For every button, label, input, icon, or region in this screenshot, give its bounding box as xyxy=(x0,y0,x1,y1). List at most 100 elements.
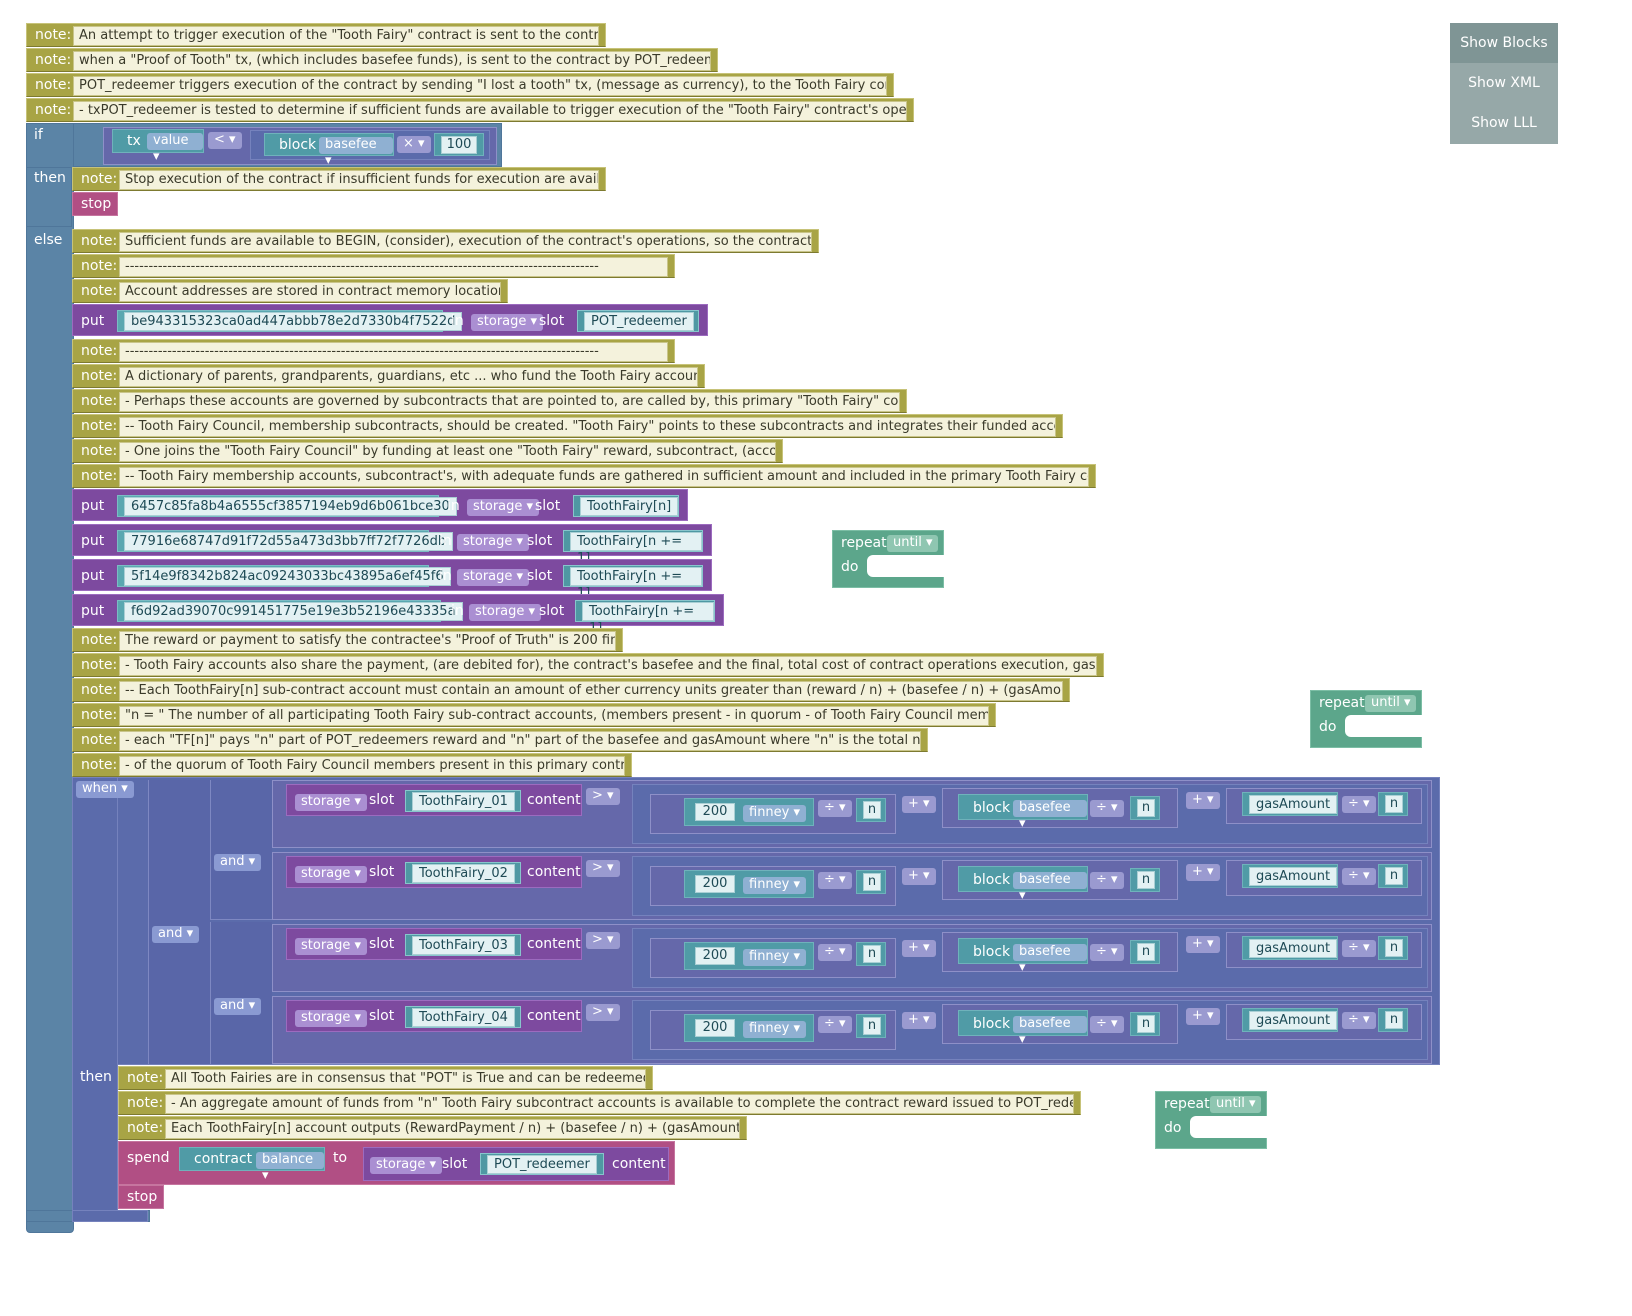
n-field[interactable]: n xyxy=(1385,867,1403,885)
note-block[interactable]: note: Each ToothFairy[n] account outputs… xyxy=(118,1116,747,1140)
and-block-lower[interactable] xyxy=(210,922,272,1064)
and-block-outer[interactable] xyxy=(148,780,210,1064)
note-text[interactable]: - of the quorum of Tooth Fairy Council m… xyxy=(119,756,625,776)
divide-dropdown[interactable]: ÷ ▾ xyxy=(1090,872,1124,889)
address-field[interactable]: be943315323ca0ad447abbb78e2d7330b4f7522d xyxy=(124,312,463,331)
note-text[interactable]: - txPOT_redeemer is tested to determine … xyxy=(73,101,907,121)
value-block[interactable]: f6d92ad39070c991451775e19e3b52196e43335a xyxy=(117,600,463,622)
greater-than-dropdown[interactable]: > ▾ xyxy=(586,788,620,805)
slot-field[interactable]: ToothFairy_02 xyxy=(412,864,515,883)
n-block[interactable]: n xyxy=(1378,864,1408,888)
basefee-dropdown[interactable]: basefee ▾ xyxy=(1013,872,1087,903)
storage-slot-block[interactable]: storage ▾ slot ToothFairy_01 content xyxy=(286,784,582,816)
divide-dropdown[interactable]: ÷ ▾ xyxy=(1090,800,1124,817)
note-block[interactable]: note: Account addresses are stored in co… xyxy=(72,279,508,303)
n-field[interactable]: n xyxy=(863,945,881,963)
note-block[interactable]: note: The reward or payment to satisfy t… xyxy=(72,628,623,652)
note-text[interactable]: Account addresses are stored in contract… xyxy=(119,282,501,302)
gasamount-field[interactable]: gasAmount xyxy=(1249,1011,1338,1030)
stop-block[interactable]: stop xyxy=(118,1185,164,1209)
and-dropdown[interactable]: and ▾ xyxy=(152,926,200,943)
note-block[interactable]: note: ----------------------------------… xyxy=(72,339,675,363)
plus-dropdown[interactable]: + ▾ xyxy=(1186,936,1220,953)
finney-block[interactable]: 200 finney ▾ xyxy=(684,1014,814,1042)
n-block[interactable]: n xyxy=(856,870,886,894)
divide-dropdown[interactable]: ÷ ▾ xyxy=(818,872,852,889)
n-block[interactable]: n xyxy=(1378,792,1408,816)
put-block[interactable]: put f6d92ad39070c991451775e19e3b52196e43… xyxy=(72,594,724,636)
n-field[interactable]: n xyxy=(1137,943,1155,961)
block-basefee-block[interactable]: block basefee ▾ xyxy=(958,938,1088,975)
plus-dropdown[interactable]: + ▾ xyxy=(902,1012,936,1029)
n-block[interactable]: n xyxy=(1130,1012,1160,1036)
number-block[interactable]: 100 xyxy=(434,133,484,156)
n-field[interactable]: n xyxy=(863,801,881,819)
slot-field[interactable]: ToothFairy_04 xyxy=(412,1008,515,1027)
note-text[interactable]: - Perhaps these accounts are governed by… xyxy=(119,392,900,412)
n-block[interactable]: n xyxy=(1378,936,1408,960)
slot-field[interactable]: POT_redeemer xyxy=(584,312,694,331)
basefee-dropdown[interactable]: basefee ▾ xyxy=(319,137,393,168)
note-text[interactable]: An attempt to trigger execution of the "… xyxy=(73,26,599,46)
plus-dropdown[interactable]: + ▾ xyxy=(902,796,936,813)
divide-dropdown[interactable]: ÷ ▾ xyxy=(1090,1016,1124,1033)
address-field[interactable]: 6457c85fa8b4a6555cf3857194eb9d6b061bce30 xyxy=(124,497,457,516)
put-block[interactable]: put be943315323ca0ad447abbb78e2d7330b4f7… xyxy=(72,304,708,336)
n-block[interactable]: n xyxy=(1130,868,1160,892)
block-basefee-block[interactable]: block basefee ▾ xyxy=(958,1010,1088,1047)
number-200[interactable]: 200 xyxy=(695,1019,735,1037)
n-block[interactable]: n xyxy=(856,1014,886,1038)
note-text[interactable]: -- Each ToothFairy[n] sub-contract accou… xyxy=(119,681,1063,701)
slot-block[interactable]: ToothFairy[n] xyxy=(573,495,679,517)
note-block[interactable]: note: - Perhaps these accounts are gover… xyxy=(72,389,907,413)
put-block[interactable]: put 6457c85fa8b4a6555cf3857194eb9d6b061b… xyxy=(72,489,688,521)
note-text[interactable]: A dictionary of parents, grandparents, g… xyxy=(119,367,698,387)
basefee-dropdown[interactable]: basefee ▾ xyxy=(1013,944,1087,975)
storage-slot-block[interactable]: storage ▾ slot ToothFairy_03 content xyxy=(286,928,582,960)
n-field[interactable]: n xyxy=(1137,871,1155,889)
note-block[interactable]: note: - each "TF[n]" pays "n" part of PO… xyxy=(72,728,928,752)
put-block[interactable]: put 77916e68747d91f72d55a473d3bb7ff72f77… xyxy=(72,524,712,566)
address-field[interactable]: f6d92ad39070c991451775e19e3b52196e43335a xyxy=(124,602,463,621)
slot-field[interactable]: ToothFairy_03 xyxy=(412,936,515,955)
note-text[interactable]: POT_redeemer triggers execution of the c… xyxy=(73,76,887,96)
gasamount-field[interactable]: gasAmount xyxy=(1249,795,1338,814)
note-text[interactable]: Stop execution of the contract if insuff… xyxy=(119,170,599,190)
divide-dropdown[interactable]: ÷ ▾ xyxy=(818,1016,852,1033)
and-dropdown[interactable]: and ▾ xyxy=(214,854,262,871)
note-block[interactable]: note: when a "Proof of Tooth" tx, (which… xyxy=(26,48,718,72)
note-text[interactable]: when a "Proof of Tooth" tx, (which inclu… xyxy=(73,51,711,71)
slot-block[interactable]: ToothFairy_01 xyxy=(405,790,521,812)
divide-dropdown[interactable]: ÷ ▾ xyxy=(1090,944,1124,961)
greater-than-dropdown[interactable]: > ▾ xyxy=(586,860,620,877)
greater-than-dropdown[interactable]: > ▾ xyxy=(586,1004,620,1021)
n-field[interactable]: n xyxy=(1385,1011,1403,1029)
note-block[interactable]: note: - of the quorum of Tooth Fairy Cou… xyxy=(72,753,632,777)
less-than-dropdown[interactable]: < ▾ xyxy=(208,132,242,149)
value-block[interactable]: 6457c85fa8b4a6555cf3857194eb9d6b061bce30 xyxy=(117,495,457,517)
note-text[interactable]: "n = " The number of all participating T… xyxy=(119,706,989,726)
tx-value-block[interactable]: tx value ▾ xyxy=(112,129,204,164)
note-text[interactable]: - An aggregate amount of funds from "n" … xyxy=(165,1094,1074,1114)
storage-dropdown[interactable]: storage ▾ xyxy=(295,866,368,883)
note-block[interactable]: note: ----------------------------------… xyxy=(72,254,675,278)
plus-dropdown[interactable]: + ▾ xyxy=(902,940,936,957)
value-block[interactable]: be943315323ca0ad447abbb78e2d7330b4f7522d xyxy=(117,310,463,332)
slot-field[interactable]: ToothFairy_01 xyxy=(412,792,515,811)
until-dropdown[interactable]: until ▾ xyxy=(1365,695,1417,712)
gasamount-field[interactable]: gasAmount xyxy=(1249,939,1338,958)
note-text[interactable]: - each "TF[n]" pays "n" part of POT_rede… xyxy=(119,731,921,751)
n-field[interactable]: n xyxy=(1385,795,1403,813)
storage-slot-block[interactable]: storage ▾ slot ToothFairy_04 content xyxy=(286,1000,582,1032)
put-block[interactable]: put 5f14e9f8342b824ac09243033bc43895a6ef… xyxy=(72,559,712,601)
slot-block[interactable]: ToothFairy_04 xyxy=(405,1006,521,1028)
storage-dropdown[interactable]: storage ▾ xyxy=(457,534,530,551)
note-block[interactable]: note: -- Each ToothFairy[n] sub-contract… xyxy=(72,678,1070,702)
slot-block[interactable]: ToothFairy[n += 1] xyxy=(563,530,703,566)
divide-dropdown[interactable]: ÷ ▾ xyxy=(1342,940,1376,957)
slot-block[interactable]: POT_redeemer xyxy=(480,1153,604,1175)
storage-dropdown[interactable]: storage ▾ xyxy=(295,938,368,955)
storage-dropdown[interactable]: storage ▾ xyxy=(295,794,368,811)
note-text[interactable]: - Tooth Fairy accounts also share the pa… xyxy=(119,656,1097,676)
slot-block[interactable]: ToothFairy[n += 1] xyxy=(563,565,703,601)
